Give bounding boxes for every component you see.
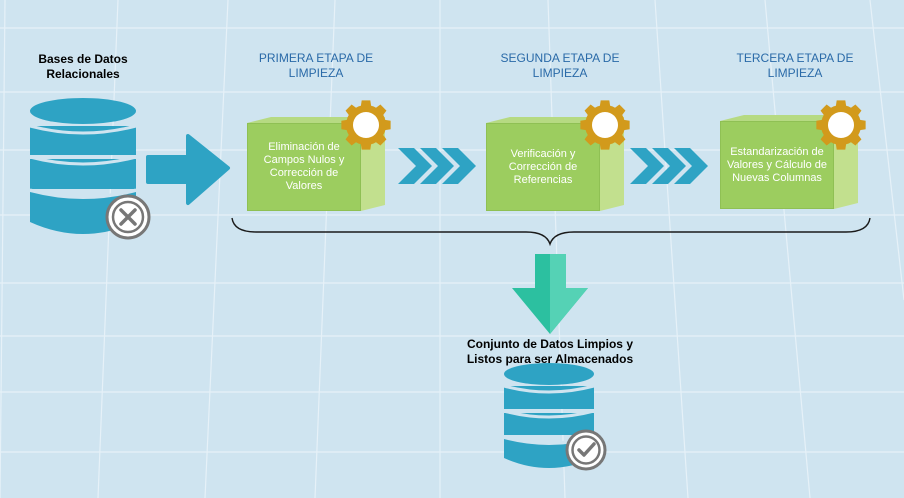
stage-box-3: Estandarización de Valores y Cálculo de … <box>720 115 858 209</box>
source-db-label: Bases de Datos Relacionales <box>38 52 128 81</box>
result-label: Conjunto de Datos Limpios y Listos para … <box>466 337 634 366</box>
stage-text-2: Verificación y Corrección de Referencias <box>508 147 578 186</box>
stage-box-2: Verificación y Corrección de Referencias <box>486 117 624 211</box>
stage-box-1: Eliminación de Campos Nulos y Corrección… <box>247 117 385 211</box>
stage-title-3: TERCERA ETAPA DE LIMPIEZA <box>736 51 854 80</box>
stage-text-3: Estandarización de Valores y Cálculo de … <box>726 145 828 184</box>
stage-title-1: PRIMERA ETAPA DE LIMPIEZA <box>258 51 374 80</box>
stage-text-1: Eliminación de Campos Nulos y Corrección… <box>263 141 345 192</box>
stage-title-2: SEGUNDA ETAPA DE LIMPIEZA <box>500 51 620 80</box>
